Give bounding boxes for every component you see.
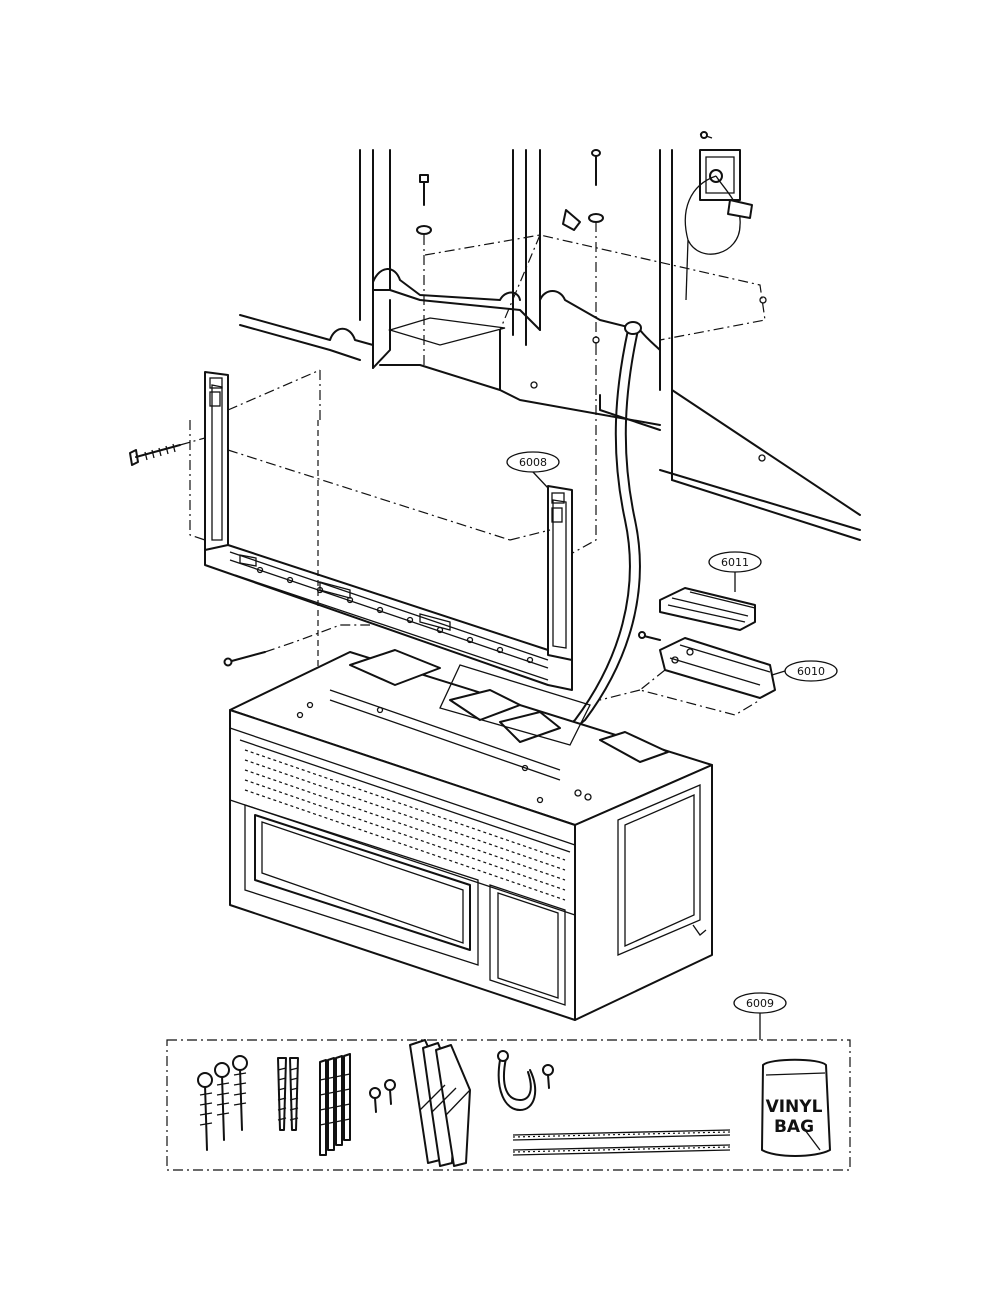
callout-6008-label: 6008 [519, 456, 547, 469]
wall-outlet [684, 131, 753, 301]
long-bolts [319, 1053, 351, 1156]
toggle-bolts [197, 1055, 248, 1151]
microwave-oven [229, 649, 713, 1021]
vinyl-bag-label-line2: BAG [774, 1117, 814, 1137]
callout-6009-label: 6009 [746, 997, 774, 1010]
wall-bolt [129, 437, 206, 466]
mounting-plate [189, 369, 573, 700]
top-cabinet-bolts [416, 149, 604, 561]
toggle-wings [409, 1039, 471, 1167]
cable-ties [512, 1129, 731, 1156]
bracket-base: 6010 [599, 631, 838, 716]
wood-screws [277, 1057, 299, 1131]
callout-6011-label: 6011 [721, 556, 749, 569]
power-cord [544, 321, 642, 746]
top-plate-bracket: 6011 [659, 551, 762, 631]
vinyl-bag-label-line1: VINYL [766, 1097, 823, 1117]
callout-6008: 6008 [506, 451, 560, 489]
callout-6010-label: 6010 [797, 665, 825, 678]
small-screws [369, 1079, 396, 1113]
bottom-screw [223, 624, 370, 667]
hardware-bag-kit: 6009 [166, 992, 851, 1171]
vinyl-bag: VINYL BAG [761, 1058, 831, 1157]
cord-clamp [497, 1050, 554, 1111]
wall-cabinet [239, 149, 861, 541]
